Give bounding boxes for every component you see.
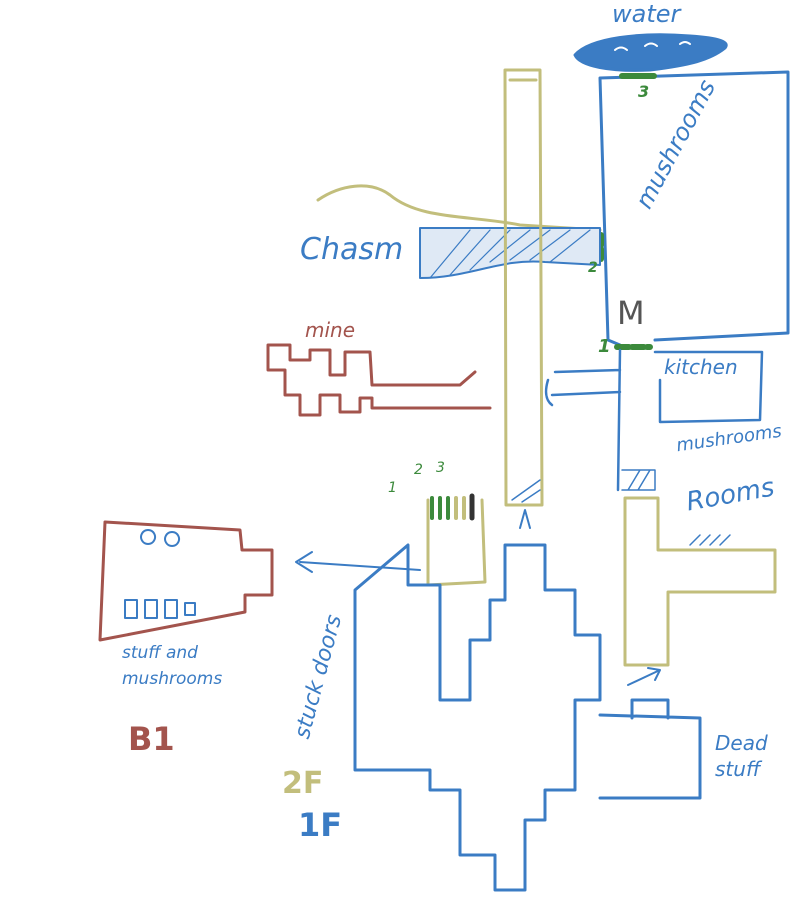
kitchen-stairs: [621, 469, 656, 491]
kitchen-room: [544, 348, 764, 492]
marker-m: M: [617, 294, 645, 332]
label-chasm: Chasm: [300, 232, 404, 267]
lock-bars-khaki: [454, 496, 466, 520]
floor1-main: [353, 543, 602, 892]
rooms-hatch: [689, 534, 731, 546]
water-waves: [614, 41, 691, 51]
dead-stuff-room: [598, 698, 702, 800]
locked-room: [426, 498, 487, 587]
storage-items: [124, 529, 196, 619]
label-water: water: [612, 0, 681, 28]
label-dead-stuff: Dead stuff: [715, 731, 768, 781]
lock-label-3: 3: [436, 460, 445, 476]
lock-label-2: 2: [414, 462, 423, 478]
door-label-2: 2: [588, 260, 598, 276]
chasm-edge: [316, 184, 602, 232]
label-stuff-and-mushrooms: stuff and mushrooms: [122, 643, 223, 689]
floor2-corridor: [503, 68, 544, 507]
water-pool: [573, 33, 728, 72]
storage-room: [98, 520, 274, 642]
rooms-area: [623, 496, 777, 667]
arrows: [295, 509, 661, 686]
lock-label-1: 1: [388, 480, 397, 496]
stairs-hatch: [511, 479, 541, 503]
legend-1f: 1F: [298, 806, 343, 844]
mushroom-hall: [598, 70, 790, 347]
door-label-1: 1: [598, 336, 611, 357]
chasm: [419, 227, 601, 279]
legend-2f: 2F: [282, 766, 324, 801]
label-kitchen: kitchen: [664, 355, 738, 379]
door-label-3: 3: [638, 82, 650, 101]
lock-bars: [430, 496, 450, 520]
legend-b1: B1: [128, 720, 175, 758]
chasm-hatch: [429, 229, 591, 279]
mine-tunnel: [266, 343, 492, 417]
label-mine: mine: [305, 318, 356, 342]
